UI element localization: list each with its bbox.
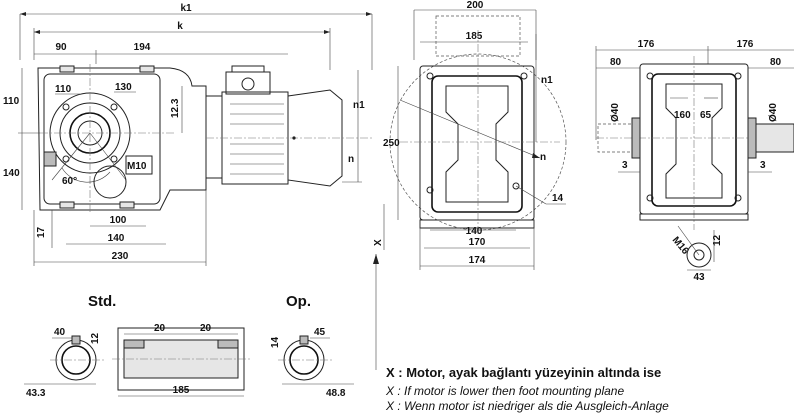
dim-40-left: Ø40	[610, 103, 621, 122]
dim-40-std: 40	[54, 327, 66, 338]
dim-185-shaft: 185	[173, 385, 190, 396]
dim-n: n	[348, 154, 354, 165]
dim-3-right: 3	[760, 160, 766, 171]
dim-130-bore: 130	[115, 82, 132, 93]
dim-x: X	[373, 239, 384, 246]
label-std: Std.	[88, 293, 116, 310]
dim-174: 174	[469, 255, 486, 266]
dim-230: 230	[112, 251, 129, 262]
note-english: X : If motor is lower then foot mounting…	[386, 384, 625, 398]
dim-90: 90	[55, 42, 67, 53]
dim-14-hole: 14	[552, 193, 564, 204]
gearmotor-side-view: k1 k 90 194 60° 110	[3, 3, 373, 266]
dim-40-right: Ø40	[768, 103, 779, 122]
dim-250: 250	[383, 138, 400, 149]
dim-176-right: 176	[737, 39, 754, 50]
dim-185: 185	[466, 31, 483, 42]
dim-110-bore: 110	[55, 84, 72, 95]
dim-65: 65	[700, 110, 712, 121]
dim-17: 17	[36, 226, 47, 238]
dim-n1: n1	[353, 100, 365, 111]
motor-cooling-fins	[230, 103, 284, 175]
dim-20-left: 20	[154, 323, 166, 334]
dim-3-left: 3	[622, 160, 628, 171]
dim-140-height: 140	[3, 168, 20, 179]
note-turkish: X : Motor, ayak bağlantı yüzeyinin altın…	[386, 365, 662, 380]
dim-110-height: 110	[3, 96, 20, 107]
dim-12-3: 12.3	[170, 98, 181, 118]
dim-14-op: 14	[270, 336, 281, 348]
dim-80-right: 80	[770, 57, 782, 68]
dim-43-3: 43.3	[26, 388, 46, 399]
dim-140-base: 140	[108, 233, 125, 244]
gearbox-front-view: 200 185 n 14 250 n1 140 170	[373, 0, 567, 370]
dim-45-op: 45	[314, 327, 326, 338]
dim-12-std: 12	[90, 332, 101, 344]
label-op: Op.	[286, 293, 311, 310]
dim-n1-front: n1	[541, 75, 553, 86]
dim-80-left: 80	[610, 57, 622, 68]
m16-thread: M16	[670, 235, 691, 257]
gearbox-shaft-side-view: 176 176 80 80 Ø40 Ø40 160 65 3 3	[595, 39, 794, 283]
dim-140-front: 140	[466, 226, 483, 237]
dim-194: 194	[134, 42, 151, 53]
dim-200: 200	[467, 0, 484, 11]
dim-n-front: n	[540, 152, 546, 163]
dim-60-deg: 60°	[62, 176, 77, 187]
dim-43: 43	[693, 272, 705, 283]
dim-170: 170	[469, 237, 486, 248]
dim-176-left: 176	[638, 39, 655, 50]
dim-100: 100	[110, 215, 127, 226]
dim-k: k	[177, 21, 183, 32]
dim-48-8: 48.8	[326, 388, 346, 399]
dim-160: 160	[674, 110, 691, 121]
m10-thread: M10	[127, 161, 147, 172]
hollow-shaft-details: Std. 40 12 43.3 20 20 185 Op. 14 45 48.8	[24, 293, 354, 399]
note-german: X : Wenn motor ist niedriger als die Aus…	[386, 399, 669, 413]
dim-k1: k1	[180, 3, 192, 14]
dim-12-key: 12	[712, 234, 723, 246]
dim-20-right: 20	[200, 323, 212, 334]
